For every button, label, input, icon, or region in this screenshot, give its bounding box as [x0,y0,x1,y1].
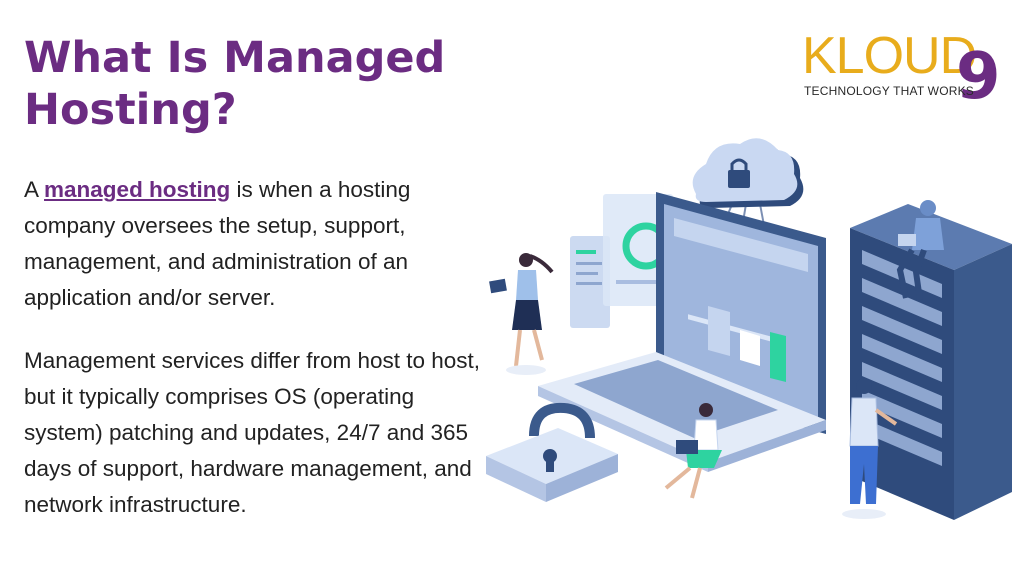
intro-paragraph: A managed hosting is when a hosting comp… [24,172,494,316]
managed-hosting-link[interactable]: managed hosting [44,177,231,202]
woman-with-laptop [664,403,722,499]
logo-nine: 9 [956,40,1001,114]
kloud9-logo: KLOUD 9 TECHNOLOGY THAT WORKS [800,27,1001,114]
intro-prefix: A [24,177,45,202]
page-title: What Is Managed Hosting? [24,33,446,135]
person-sitting-on-server [896,200,944,301]
laptop-icon [538,192,826,472]
man-at-server [849,378,898,504]
padlock-icon [486,402,618,502]
logo-word: KLOUD [802,27,977,85]
services-paragraph: Management services differ from host to … [24,348,481,517]
floating-panels [570,194,673,328]
intro-suffix: is when a hosting company oversees the s… [24,177,411,310]
hosting-illustration [486,138,1012,520]
woman-with-tablet [489,253,554,367]
logo-tagline: TECHNOLOGY THAT WORKS [804,84,975,98]
